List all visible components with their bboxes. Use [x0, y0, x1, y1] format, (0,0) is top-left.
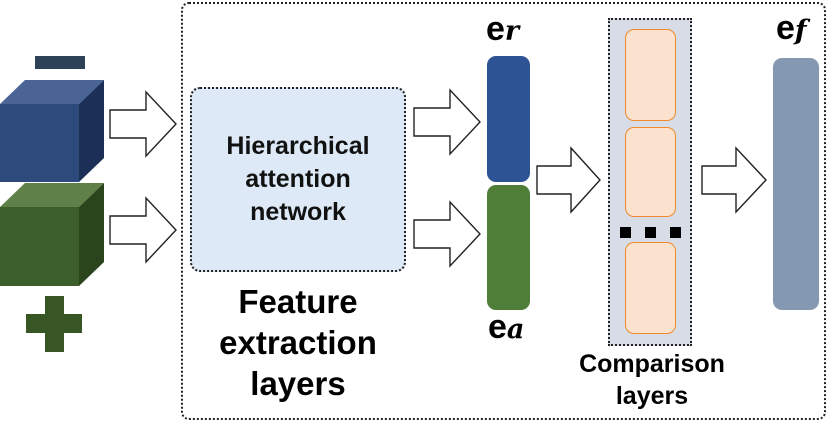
- arrow-right-icon: [413, 88, 481, 156]
- arrow-right-icon: [536, 146, 601, 214]
- arrow-right-icon: [109, 90, 177, 158]
- positive-input-cube-icon: [0, 183, 104, 286]
- e-a-base: e: [488, 308, 507, 346]
- e-r-base: e: [486, 10, 505, 48]
- ellipsis-dot: [620, 227, 631, 238]
- minus-sign-icon: [35, 56, 85, 69]
- feature-extraction-label: Feature extraction layers: [219, 283, 377, 402]
- attention-network-label: Hierarchical attention network: [226, 132, 370, 226]
- e-f-label: ef: [776, 9, 807, 48]
- model-boundary: [181, 2, 826, 420]
- e-a-label: ea: [488, 308, 524, 347]
- comparison-layer-cell: [625, 127, 676, 217]
- negative-input-cube-icon: [0, 80, 104, 182]
- arrow-right-icon: [413, 200, 481, 268]
- plus-sign-icon-vertical: [45, 296, 64, 352]
- ellipsis-dot: [645, 227, 656, 238]
- attention-network-box: Hierarchical attention network: [190, 87, 406, 272]
- e-r-sub: r: [504, 16, 520, 47]
- e-f-vector: [773, 58, 819, 310]
- comparison-layers-label: Comparison layers: [579, 350, 725, 410]
- e-f-sub: f: [794, 15, 807, 46]
- arrow-right-icon: [109, 196, 177, 264]
- e-f-base: e: [776, 9, 795, 47]
- ellipsis-dot: [670, 227, 681, 238]
- comparison-layer-cell: [625, 242, 676, 334]
- e-r-vector: [487, 56, 530, 182]
- e-a-sub: a: [506, 314, 525, 345]
- e-r-label: er: [486, 10, 519, 49]
- comparison-layer-cell: [625, 29, 676, 121]
- arrow-right-icon: [701, 146, 767, 214]
- e-a-vector: [487, 185, 530, 310]
